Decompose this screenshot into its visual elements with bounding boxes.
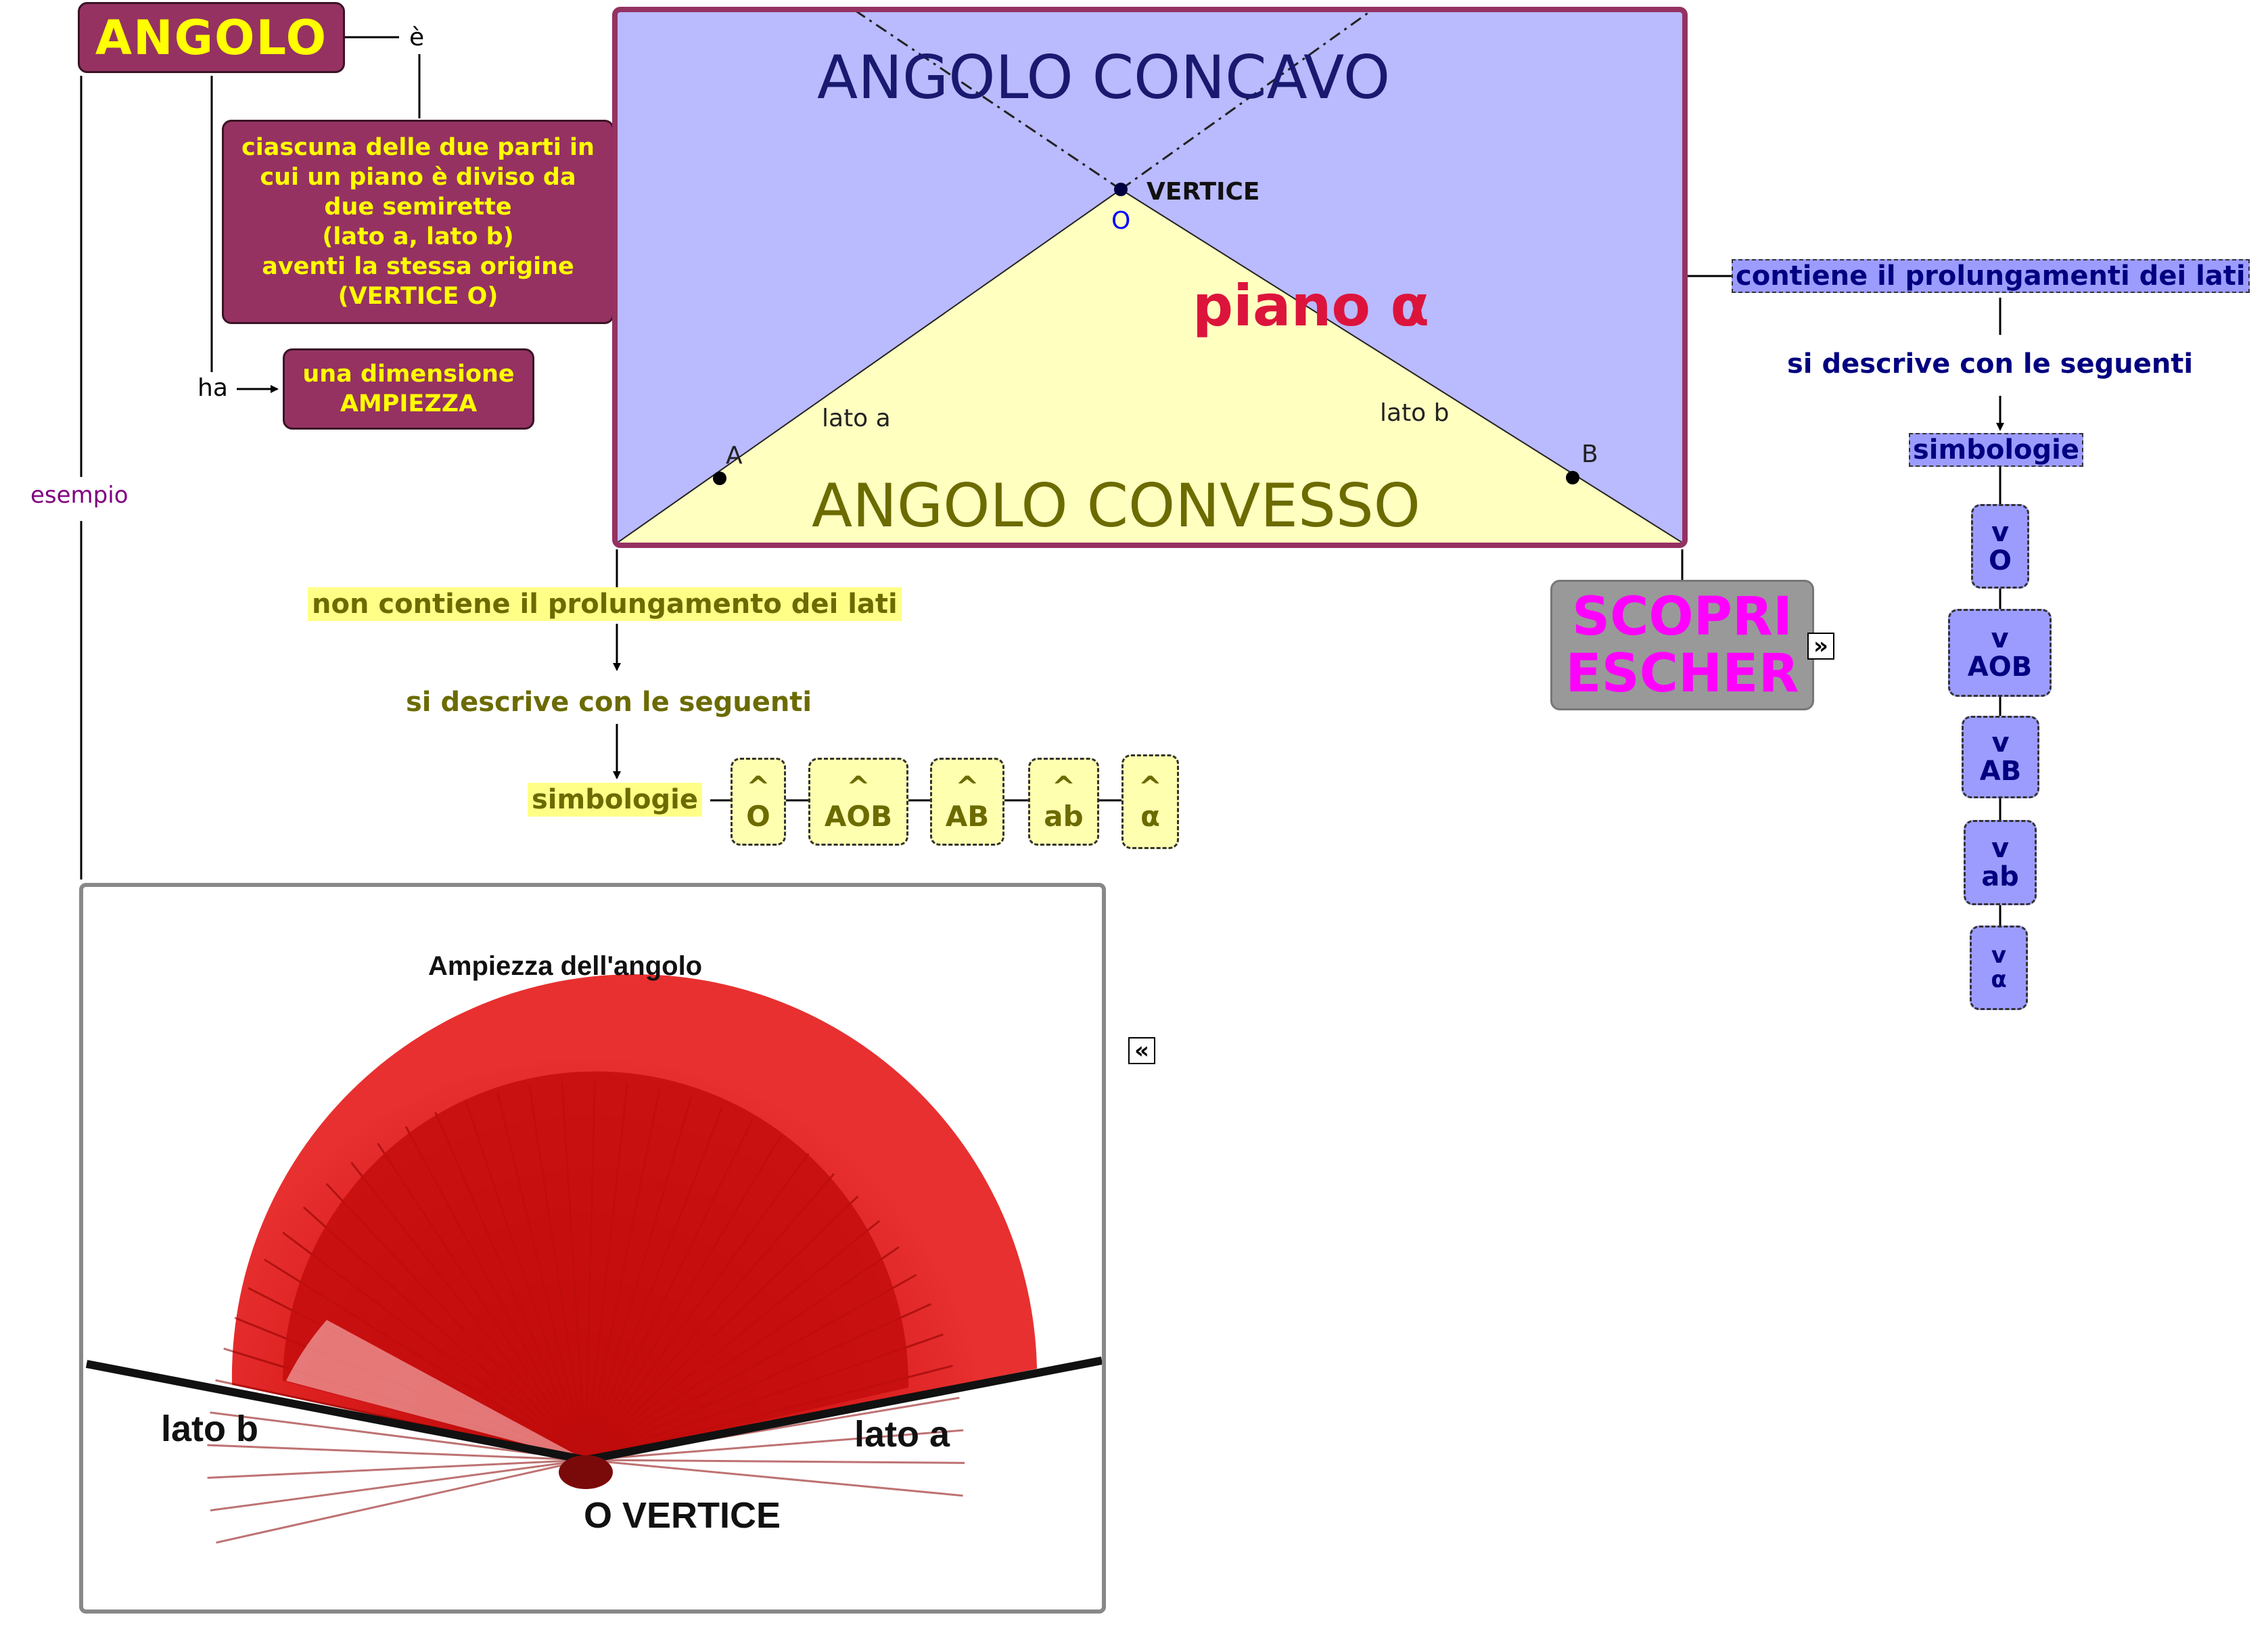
vertex-dot (1114, 183, 1128, 196)
geometry-figure-frame[interactable]: ANGOLO CONCAVO ANGOLO CONVESSO VERTICE O… (612, 7, 1688, 548)
fan-side-a-label: lato a (854, 1414, 950, 1455)
hat-icon: v (1991, 941, 2007, 969)
definition-line-5: aventi la stessa origine (262, 253, 574, 280)
fan-pleat (585, 1459, 965, 1464)
definition-line-4: (lato a, lato b) (322, 223, 514, 250)
concave-symbols-label[interactable]: simbologie (1909, 433, 2083, 467)
convex-title: ANGOLO CONVESSO (812, 471, 1420, 541)
link-label-esempio: esempio (30, 482, 129, 509)
hat-icon: v (1991, 727, 2010, 758)
definition-node[interactable]: ciascuna delle due parti in cui un piano… (222, 120, 614, 324)
concave-symbol-o[interactable]: v O (1971, 504, 2029, 589)
hat-icon: ^ (1138, 769, 1163, 803)
escher-line-1: SCOPRI (1572, 586, 1792, 647)
fan-side-b-label: lato b (161, 1409, 258, 1449)
definition-line-1: ciascuna delle due parti in (241, 134, 595, 161)
fan-pleat (585, 1459, 963, 1497)
dimension-node[interactable]: una dimensione AMPIEZZA (283, 348, 534, 430)
dimension-line-1: una dimensione (302, 361, 515, 388)
side-b-label: lato b (1380, 399, 1450, 427)
symbol-text: O (1988, 545, 2012, 576)
fan-pleat (585, 1429, 964, 1461)
convex-phrase[interactable]: non contiene il prolungamento dei lati (308, 587, 902, 621)
definition-line-6: (VERTICE O) (338, 283, 499, 310)
fan-pleat (216, 1459, 586, 1544)
vertex-point-label: O (1111, 207, 1131, 235)
side-a-label: lato a (822, 405, 891, 432)
fan-figure-frame[interactable]: Ampiezza dell'angolo lato b lato a O VER… (79, 883, 1106, 1614)
point-b-label: B (1581, 440, 1598, 468)
convex-symbol-ab[interactable]: ^ AB (930, 758, 1004, 846)
point-a-dot (713, 472, 726, 485)
concave-symbol-alpha[interactable]: v α (1970, 926, 2028, 1010)
symbol-text: AOB (1967, 652, 2033, 683)
concave-title: ANGOLO CONCAVO (817, 43, 1391, 112)
convex-symbol-alpha[interactable]: ^ α (1121, 754, 1179, 849)
angle-diagram (618, 12, 1682, 543)
concave-symbol-ab-lower[interactable]: v ab (1964, 820, 2037, 905)
convex-describe: si descrive con le seguenti (406, 687, 812, 718)
scopri-escher-button[interactable]: SCOPRI ESCHER (1550, 580, 1814, 710)
point-a-label: A (726, 442, 743, 470)
fan-drawing (85, 974, 1102, 1544)
root-title: ANGOLO (95, 9, 328, 66)
fan-pleat (207, 1444, 586, 1461)
convex-region (618, 189, 1682, 543)
fan-pleat (210, 1411, 586, 1461)
hat-icon: ^ (746, 769, 770, 803)
definition-line-3: due semirette (324, 193, 512, 221)
forward-double-chevron-icon[interactable]: » (1807, 633, 1834, 660)
concave-symbol-aob[interactable]: v AOB (1948, 609, 2052, 697)
hat-icon: v (1991, 833, 2010, 864)
concave-symbol-ab[interactable]: v AB (1962, 716, 2039, 798)
escher-line-2: ESCHER (1565, 643, 1799, 704)
fan-title: Ampiezza dell'angolo (428, 951, 703, 981)
symbol-text: AB (1979, 756, 2022, 787)
convex-symbols-label[interactable]: simbologie (528, 783, 702, 817)
symbol-text: ab (1044, 800, 1084, 833)
hat-icon: ^ (1051, 769, 1076, 803)
plane-label: piano α (1193, 273, 1430, 339)
concave-describe: si descrive con le seguenti (1787, 348, 2194, 380)
convex-symbol-ab-lower[interactable]: ^ ab (1028, 758, 1099, 846)
convex-symbol-aob[interactable]: ^ AOB (808, 758, 908, 846)
root-node-angolo[interactable]: ANGOLO (78, 2, 345, 73)
symbol-text: α (1991, 965, 2007, 993)
convex-symbol-o[interactable]: ^ O (731, 758, 786, 846)
point-b-dot (1566, 471, 1579, 484)
hat-icon: ^ (846, 769, 871, 803)
fan-vertex-label: O VERTICE (584, 1495, 781, 1536)
definition-line-2: cui un piano è diviso da (260, 164, 576, 191)
fan-pleat (207, 1459, 586, 1479)
concave-phrase[interactable]: contiene il prolungamenti dei lati (1732, 259, 2250, 293)
hat-icon: v (1991, 516, 2010, 548)
dimension-line-2: AMPIEZZA (340, 390, 478, 417)
hat-icon: v (1991, 623, 2009, 654)
back-double-chevron-icon[interactable]: « (1128, 1037, 1155, 1064)
symbol-text: O (746, 800, 770, 833)
symbol-text: α (1140, 800, 1160, 833)
hat-icon: ^ (955, 769, 979, 803)
fan-pleat (210, 1459, 586, 1512)
symbol-text: ab (1981, 861, 2019, 892)
symbol-text: AOB (824, 800, 893, 833)
symbol-text: AB (945, 800, 990, 833)
vertex-label: VERTICE (1147, 178, 1260, 206)
link-label-ha: ha (198, 374, 228, 402)
link-label-e: è (409, 24, 425, 51)
